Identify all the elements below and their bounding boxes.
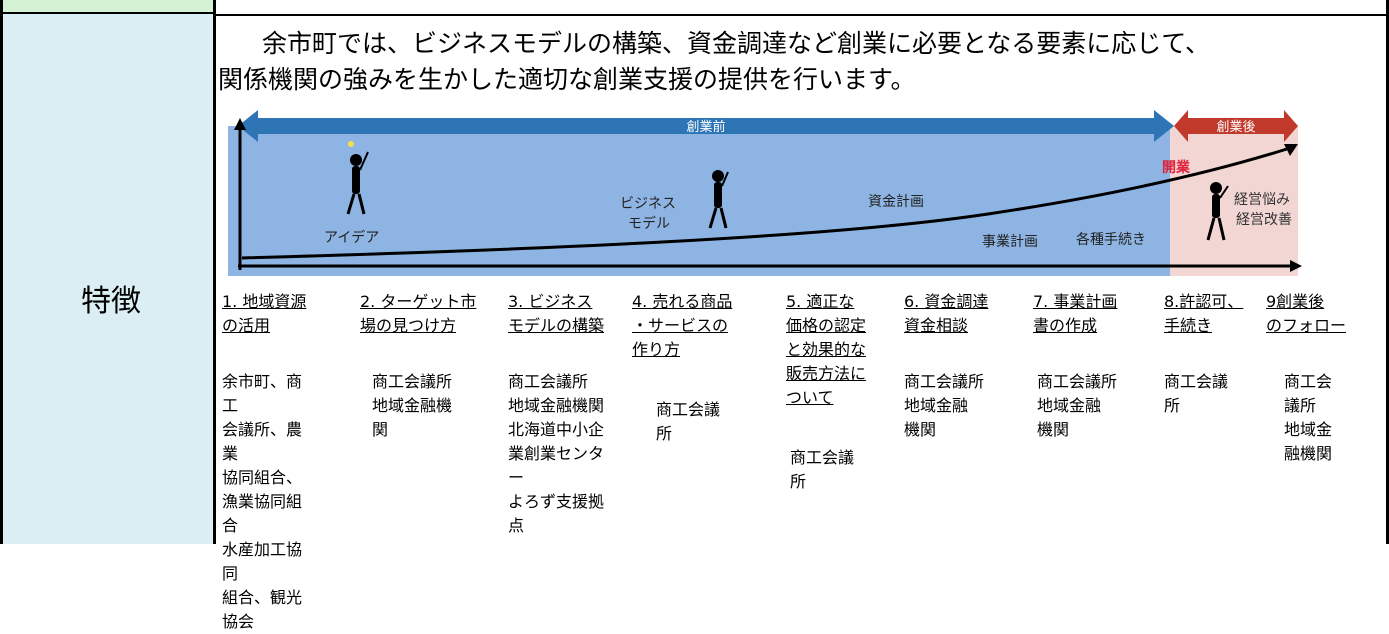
after-text-improvement: 経営改善 <box>1236 212 1292 228</box>
support-item: 2. ターゲット市 場の見つけ方 商工会議所 地域金融機 関 <box>360 290 477 439</box>
stage-label-business-plan: 事業計画 <box>982 234 1038 250</box>
support-item: 6. 資金調達 資金相談 商工会議所 地域金融 機関 <box>904 290 989 439</box>
support-item-orgs: 商工会議所 地域金融 機関 <box>1037 372 1118 439</box>
support-item: 9創業後 のフォロー 商工会 議所 地域金 融機関 <box>1266 290 1347 463</box>
before-stage-arrow <box>238 110 1174 142</box>
support-item-orgs: 商工会議所 <box>1164 372 1229 415</box>
opening-label: 開業 <box>1162 159 1191 176</box>
support-item-orgs: 商工会 議所 地域金 融機関 <box>1284 372 1333 463</box>
after-stage-arrow <box>1174 110 1298 142</box>
support-item-orgs: 商工会議所 地域金融 機関 <box>904 372 985 439</box>
support-item-list: 1. 地域資源 の活用 余市町、商工 会議所、農業 協同組合、 漁業協同組合 水… <box>218 290 1388 631</box>
support-item-orgs: 商工会議所 地域金融機関 北海道中小企 業創業センター よろず支援拠 点 <box>508 372 605 535</box>
support-item-title[interactable]: 5. 適正な 価格の認定 と効果的な 販売方法に ついて <box>786 292 867 407</box>
worried-person-icon <box>1206 182 1229 241</box>
growth-curve <box>241 146 1291 260</box>
header-row-label-cell <box>0 0 216 14</box>
label-cell: 特徴 <box>0 14 216 544</box>
business-person-icon <box>708 170 729 229</box>
thinking-person-icon <box>346 141 369 215</box>
support-item-title[interactable]: 3. ビジネス モデルの構築 <box>508 292 605 335</box>
stage-label-business-model-line2: モデル <box>628 215 670 232</box>
intro-line-1: 余市町では、ビジネスモデルの構築、資金調達など創業に必要となる要素に応じて、 <box>262 29 1211 58</box>
support-item-title[interactable]: 8.許認可、 手続き <box>1164 292 1244 335</box>
growth-curve-arrowhead <box>1284 144 1298 156</box>
y-axis-arrowhead <box>234 118 246 130</box>
support-item: 1. 地域資源 の活用 余市町、商工 会議所、農業 協同組合、 漁業協同組合 水… <box>222 290 307 631</box>
support-item-title[interactable]: 1. 地域資源 の活用 <box>222 292 307 335</box>
stage-label-funding: 資金計画 <box>868 194 924 210</box>
support-item-title[interactable]: 7. 事業計画 書の作成 <box>1033 292 1118 335</box>
support-item-title[interactable]: 6. 資金調達 資金相談 <box>904 292 989 335</box>
support-item: 5. 適正な 価格の認定 と効果的な 販売方法に ついて 商工会議所 <box>786 290 867 491</box>
after-text-worries: 経営悩み <box>1234 192 1290 208</box>
support-item: 3. ビジネス モデルの構築 商工会議所 地域金融機関 北海道中小企 業創業セン… <box>508 290 605 535</box>
support-item: 4. 売れる商品 ・サービスの 作り方 商工会議所 <box>632 290 733 443</box>
table-right-border <box>1386 0 1389 544</box>
stage-label-business-model-line1: ビジネス <box>620 196 676 212</box>
after-stage-label: 創業後 <box>1216 119 1255 135</box>
stage-label-idea: アイデア <box>324 229 379 246</box>
support-item-title[interactable]: 2. ターゲット市 場の見つけ方 <box>360 292 477 335</box>
support-item-title[interactable]: 9創業後 のフォロー <box>1266 292 1347 335</box>
stage-label-procedures: 各種手続き <box>1076 231 1146 248</box>
before-stage-background <box>228 126 1170 276</box>
support-item: 7. 事業計画 書の作成 商工会議所 地域金融 機関 <box>1033 290 1118 439</box>
support-item-orgs: 余市町、商工 会議所、農業 協同組合、 漁業協同組合 水産加工協同 組合、観光協… <box>222 372 303 631</box>
x-axis-arrowhead <box>1290 260 1302 272</box>
support-item-title[interactable]: 4. 売れる商品 ・サービスの 作り方 <box>632 292 733 359</box>
support-item-orgs: 商工会議所 <box>790 448 855 491</box>
startup-stage-diagram: 創業前 創業後 <box>228 110 1302 276</box>
intro-paragraph: 余市町では、ビジネスモデルの構築、資金調達など創業に必要となる要素に応じて、 関… <box>218 26 1383 98</box>
support-item-orgs: 商工会議所 <box>656 400 721 443</box>
support-item: 8.許認可、 手続き 商工会議所 <box>1164 290 1244 415</box>
intro-line-2: 関係機関の強みを生かした適切な創業支援の提供を行います。 <box>218 65 916 94</box>
support-item-orgs: 商工会議所 地域金融機 関 <box>372 372 453 439</box>
row-divider <box>216 14 1389 16</box>
label-text: 特徴 <box>81 284 141 319</box>
before-stage-label: 創業前 <box>686 119 725 135</box>
